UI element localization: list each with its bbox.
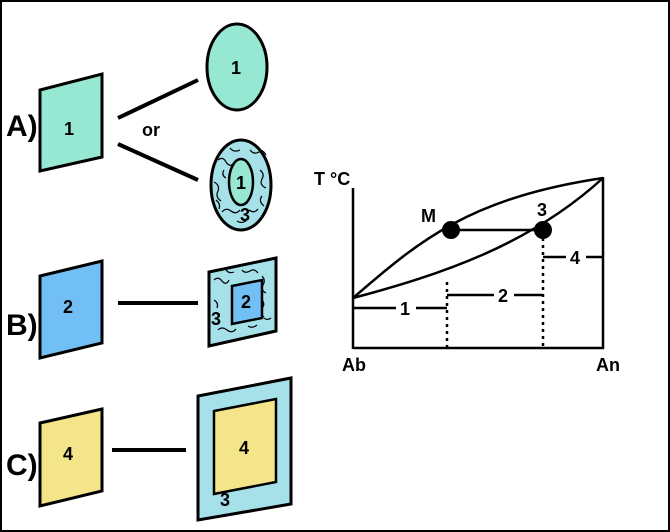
row-a-branch-upper [117,78,199,120]
crystal-1-zoned-rim-label: 3 [240,205,250,225]
y-axis-label: T °C [314,169,350,189]
step-1-label: 1 [400,299,410,319]
row-a-label: A) [6,110,38,143]
crystal-2-grain-label: 2 [63,297,73,317]
step-4-label: 4 [570,248,580,268]
row-c-label: C) [6,449,38,482]
crystal-1-rim-texture [213,147,267,224]
solidus-curve [352,177,604,300]
crystal-4-grain [38,407,104,508]
x-axis-label-ab: Ab [342,355,366,375]
crystal-4-zoned-core-label: 4 [239,438,249,458]
crystal-1-grain [38,72,104,173]
crystal-2-zoned-core-label: 2 [241,292,251,312]
phase-diagram: T °C Ab An M 3 1 2 4 [314,169,620,375]
liquidus-curve [352,176,604,299]
row-a-branch-lower [117,142,199,182]
crystal-1-unzoned [205,22,269,112]
row-b: B) 2 2 3 [6,256,278,360]
crystal-1-unzoned-label: 1 [231,58,241,78]
melt-point-marker [442,221,460,239]
melt-point-label: M [421,206,436,226]
row-c: C) 4 4 3 [6,376,293,522]
crystal-4-zoned-rim-label: 3 [220,490,230,510]
crystal-2-zoned-rim-label: 3 [211,309,221,329]
crystal-2-zoned-core [230,278,264,326]
row-a-or: or [142,120,160,140]
crystal-point-marker [534,221,552,239]
crystal-point-label: 3 [537,200,547,220]
crystal-1-grain-label: 1 [64,119,74,139]
x-axis-label-an: An [596,355,620,375]
crystal-1-zoned-core-label: 1 [236,173,246,193]
crystal-2-grain [38,259,104,360]
crystal-1-zoned-core [227,157,255,207]
crystal-4-grain-label: 4 [63,444,73,464]
row-a: A) 1 or 1 1 3 [6,22,273,232]
crystal-4-zoned-core [212,397,278,496]
step-2-label: 2 [498,286,508,306]
row-b-label: B) [6,309,38,342]
